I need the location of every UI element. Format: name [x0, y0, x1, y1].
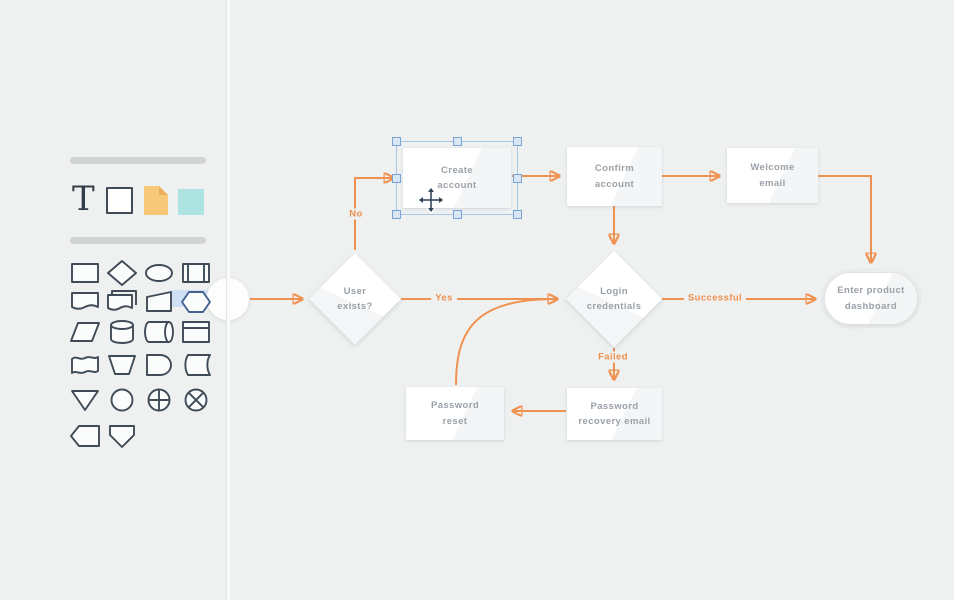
shape-flag-icon[interactable] [66, 350, 103, 380]
shape-horizontal-cylinder-icon[interactable] [140, 317, 177, 347]
node-label: User exists? [337, 285, 373, 312]
shape-stored-data-icon[interactable] [177, 350, 214, 380]
edge-label-yes[interactable]: Yes [431, 292, 457, 304]
shape-internal-storage-icon[interactable] [177, 317, 214, 347]
shape-card-icon[interactable] [140, 287, 177, 317]
sidebar-divider [227, 0, 230, 600]
text-tool-icon[interactable]: T [72, 179, 95, 219]
edge-label-failed[interactable]: Failed [594, 351, 632, 363]
shape-summing-junction-icon[interactable] [177, 385, 214, 415]
shape-off-page-connector-icon[interactable] [66, 421, 103, 451]
edge-label-no[interactable]: No [345, 208, 367, 220]
flow-node-password-reset[interactable]: Password reset [406, 387, 504, 440]
node-label: Enter product dashboard [837, 285, 905, 312]
shape-database-cylinder-icon[interactable] [103, 317, 140, 347]
selection-handle-se[interactable] [513, 210, 522, 219]
edge-password-reset-to-login-credentials[interactable] [455, 298, 557, 386]
selection-handle-nw[interactable] [392, 137, 401, 146]
shape-row-2 [66, 287, 214, 317]
shape-connector-circle-icon[interactable] [103, 385, 140, 415]
edge-label-successful[interactable]: Successful [683, 292, 747, 304]
flow-node-login-credentials[interactable]: Login credentials [565, 250, 663, 348]
swatch-tool-icon[interactable] [178, 189, 204, 215]
node-label: Login credentials [586, 285, 642, 312]
shape-pentagon-down-icon[interactable] [103, 421, 140, 451]
selection-handle-sw[interactable] [392, 210, 401, 219]
flow-node-enter-product-dashboard[interactable]: Enter product dashboard [824, 272, 918, 325]
node-label: Welcome email [750, 162, 795, 189]
note-tool-icon[interactable] [142, 185, 170, 221]
selection-handle-w[interactable] [392, 173, 401, 183]
palette-divider-bottom [70, 237, 206, 244]
shape-delay-icon[interactable] [140, 350, 177, 380]
shape-row-1 [66, 258, 214, 288]
shape-rectangle-icon[interactable] [66, 258, 103, 288]
shape-row-4 [66, 350, 214, 380]
shape-diamond-icon[interactable] [103, 258, 140, 288]
shape-ellipse-icon[interactable] [140, 258, 177, 288]
shape-multi-document-icon[interactable] [103, 287, 140, 317]
tool-row: T [70, 179, 210, 221]
node-label: Password reset [430, 400, 480, 427]
selection-handle-n[interactable] [452, 137, 462, 146]
shape-or-junction-icon[interactable] [140, 385, 177, 415]
selection-handle-e[interactable] [513, 173, 522, 183]
shape-predefined-process-icon[interactable] [177, 258, 214, 288]
shape-inverted-trapezoid-icon[interactable] [103, 350, 140, 380]
shape-row-5 [66, 385, 214, 415]
shape-hexagon-icon[interactable] [177, 287, 214, 317]
flow-node-user-exists[interactable]: User exists? [309, 253, 401, 345]
shape-row-6 [66, 421, 214, 451]
shape-row-3 [66, 317, 214, 347]
edge-user-exists-no-to-create-account[interactable] [354, 178, 393, 250]
shape-merge-triangle-icon[interactable] [66, 385, 103, 415]
node-label: Create account [437, 164, 477, 191]
edge-welcome-email-to-enter-dashboard[interactable] [818, 175, 871, 262]
node-label: Confirm account [594, 163, 635, 190]
selection-handle-s[interactable] [452, 210, 462, 219]
flow-node-confirm-account[interactable]: Confirm account [567, 147, 662, 206]
move-cursor-icon [417, 186, 445, 214]
flow-node-create-account[interactable]: Create account [392, 137, 522, 219]
flow-node-welcome-email[interactable]: Welcome email [727, 148, 818, 203]
node-label: Password recovery email [578, 400, 651, 427]
shape-tool-icon[interactable] [106, 187, 133, 214]
selection-handle-ne[interactable] [513, 137, 522, 146]
palette-divider-top [70, 157, 206, 164]
shape-parallelogram-icon[interactable] [66, 317, 103, 347]
flow-node-password-recovery-email[interactable]: Password recovery email [567, 388, 662, 440]
shape-document-icon[interactable] [66, 287, 103, 317]
